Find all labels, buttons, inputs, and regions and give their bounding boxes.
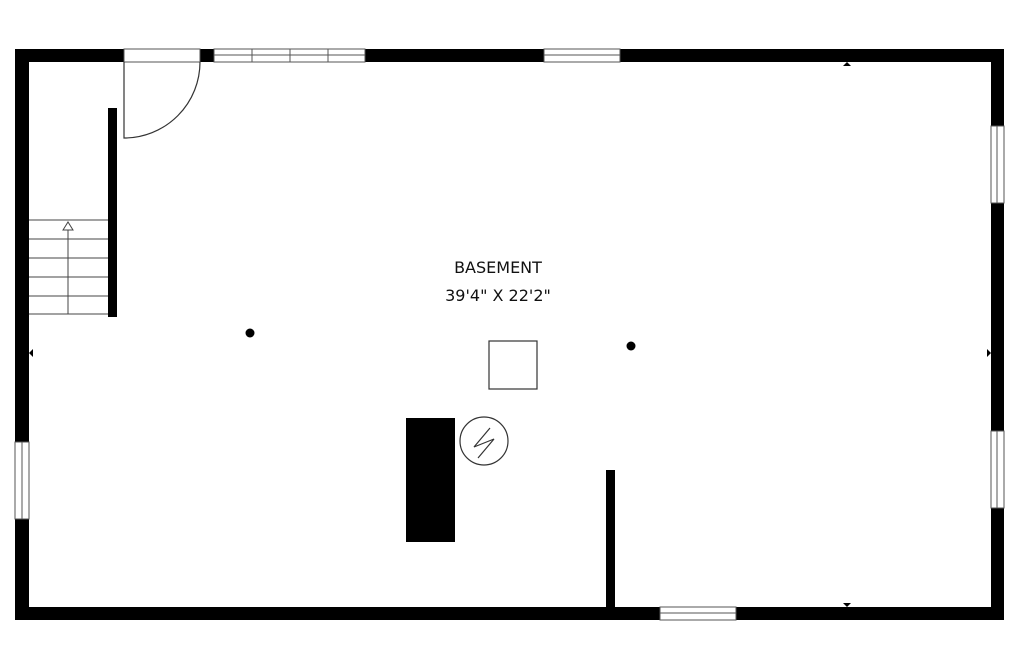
furnace-block bbox=[406, 418, 455, 542]
partition-wall bbox=[606, 470, 615, 610]
windows bbox=[14, 48, 1005, 621]
marker-left bbox=[29, 349, 33, 357]
stair-arrow-icon bbox=[62, 221, 74, 231]
window-left bbox=[14, 441, 30, 520]
stair-wall bbox=[108, 108, 117, 317]
marker-right bbox=[987, 349, 991, 357]
window-right-lower bbox=[990, 430, 1005, 509]
marker-bottom bbox=[843, 603, 851, 607]
marker-top bbox=[843, 62, 851, 66]
chimney-square bbox=[488, 340, 538, 390]
staircase bbox=[29, 219, 108, 315]
support-post bbox=[245, 328, 255, 338]
door-opening-top bbox=[123, 48, 201, 63]
door-swing bbox=[123, 61, 201, 139]
window-right-upper bbox=[990, 125, 1005, 204]
exterior-walls bbox=[15, 49, 1004, 620]
support-post bbox=[626, 341, 636, 351]
dimension-markers bbox=[29, 62, 991, 607]
wall-left bbox=[15, 49, 29, 620]
room-dimensions-label: 39'4" X 22'2" bbox=[445, 286, 551, 305]
room-name-label: BASEMENT bbox=[454, 258, 542, 277]
water-heater-icon bbox=[459, 416, 509, 466]
window-top-center bbox=[543, 48, 621, 63]
window-bottom bbox=[659, 606, 737, 621]
wall-bottom bbox=[15, 607, 1004, 620]
window-top-left bbox=[213, 48, 366, 63]
